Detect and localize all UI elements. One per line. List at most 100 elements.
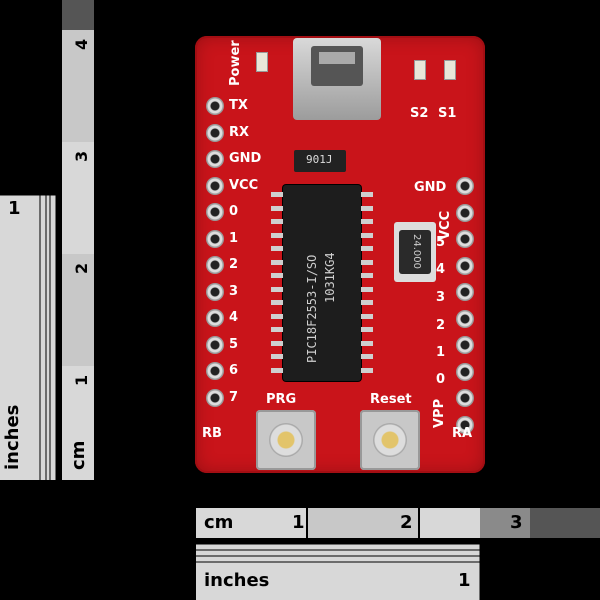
chip-pin <box>361 259 373 265</box>
right-header-pad <box>456 309 474 328</box>
left-header-pad <box>206 335 224 354</box>
left-header-pad <box>206 256 224 274</box>
left-pin-label: 2 <box>229 257 239 272</box>
left-header-pad <box>206 203 224 221</box>
prg-label: PRG <box>266 392 297 407</box>
right-pin-label: 1 <box>436 345 446 360</box>
right-pin-label: 4 <box>436 262 446 277</box>
left-pin-label: TX <box>229 98 248 113</box>
horizontal-cm-label: cm <box>204 512 234 533</box>
right-header-pad <box>456 230 474 248</box>
chip-pin <box>361 205 373 211</box>
crystal-oscillator: 24.000 <box>394 222 436 282</box>
right-header-pad <box>456 283 474 301</box>
horizontal-cm-tick-2: 2 <box>400 512 413 533</box>
chip-pin <box>361 219 373 224</box>
chip-pin <box>271 340 283 346</box>
left-pin-label: 7 <box>229 389 239 405</box>
chip-pin <box>361 340 373 346</box>
vertical-ruler <box>0 0 94 480</box>
chip-pin <box>361 246 373 251</box>
left-pin-label: 1 <box>229 230 239 246</box>
vertical-inch-label: inches <box>2 404 23 470</box>
prg-button[interactable] <box>256 410 316 470</box>
small-ic-text: 901J <box>306 153 333 166</box>
chip-pin <box>271 367 283 373</box>
left-pin-label: 4 <box>229 310 239 325</box>
horizontal-inch-tick: 1 <box>458 570 471 591</box>
right-header-pad <box>456 256 474 275</box>
left-header-pad <box>206 150 224 168</box>
chip-pin <box>271 327 283 332</box>
right-header-pad <box>456 415 474 434</box>
chip-pin <box>361 192 373 197</box>
vertical-cm-tick-1: 1 <box>72 374 91 386</box>
right-header-pad <box>456 177 474 195</box>
chip-pin <box>271 205 283 211</box>
vertical-cm-tick-4: 4 <box>72 38 91 50</box>
chip-pin <box>361 273 373 278</box>
chip-lot-code: 1031KG4 <box>323 252 337 303</box>
chip-pin <box>361 354 373 359</box>
left-header-pad <box>206 388 224 407</box>
left-pin-label: GND <box>229 151 262 166</box>
reset-button[interactable] <box>360 410 420 470</box>
chip-pin <box>271 192 283 197</box>
right-pin-label: 2 <box>436 318 446 333</box>
left-pin-label: 3 <box>229 283 239 299</box>
right-header-pad <box>456 203 474 222</box>
vertical-cm-label: cm <box>68 440 89 470</box>
chip-pin <box>361 327 373 332</box>
right-pin-label: 3 <box>436 290 446 305</box>
chip-pin <box>271 232 283 238</box>
chip-pin <box>271 286 283 292</box>
right-header-pad <box>456 389 474 407</box>
vertical-cm-tick-3: 3 <box>72 150 91 162</box>
left-pin-label: 5 <box>229 336 239 352</box>
right-pin-label: 5 <box>436 235 446 250</box>
power-label: Power <box>228 40 243 86</box>
right-pin-label: 0 <box>436 372 446 387</box>
left-pin-label: VCC <box>229 177 259 193</box>
s2-label: S2 <box>410 106 429 121</box>
left-pin-label: RX <box>229 124 250 140</box>
chip-part-number: PIC18F2553-I/SO <box>305 254 319 363</box>
power-led <box>256 52 268 72</box>
horizontal-ruler <box>196 508 600 600</box>
left-header-pad <box>206 229 224 248</box>
rb-label: RB <box>202 426 222 441</box>
chip-pin <box>361 232 373 238</box>
s2-led <box>414 60 426 80</box>
right-header-pad <box>456 336 474 354</box>
chip-pin <box>361 367 373 373</box>
right-pin-label: GND <box>414 180 447 195</box>
horizontal-cm-tick-3: 3 <box>510 512 523 533</box>
right-pin-label: VPP <box>432 398 447 428</box>
microcontroller-chip: PIC18F2553-I/SO 1031KG4 <box>283 185 361 381</box>
chip-pin <box>271 273 283 278</box>
s1-led <box>444 60 456 80</box>
left-header-pad <box>206 97 224 115</box>
left-header-pad <box>206 176 224 195</box>
left-header-pad <box>206 309 224 327</box>
chip-pin <box>271 313 283 319</box>
horizontal-cm-tick-1: 1 <box>292 512 305 533</box>
chip-pin <box>361 313 373 319</box>
left-pin-label: 6 <box>229 363 239 378</box>
right-header-pad <box>456 362 474 381</box>
left-header-pad <box>206 282 224 301</box>
chip-pin <box>271 246 283 251</box>
chip-pin <box>271 259 283 265</box>
right-pin-label: RA <box>452 426 473 441</box>
left-header-pad <box>206 123 224 142</box>
small-ic: 901J <box>294 150 346 172</box>
vertical-cm-tick-2: 2 <box>72 262 91 274</box>
vertical-inch-tick: 1 <box>8 198 21 219</box>
usb-connector <box>293 38 381 120</box>
chip-pin <box>361 300 373 305</box>
reset-label: Reset <box>370 392 412 407</box>
chip-pin <box>271 354 283 359</box>
chip-pin <box>271 219 283 224</box>
s1-label: S1 <box>438 106 457 121</box>
left-pin-label: 0 <box>229 204 239 219</box>
